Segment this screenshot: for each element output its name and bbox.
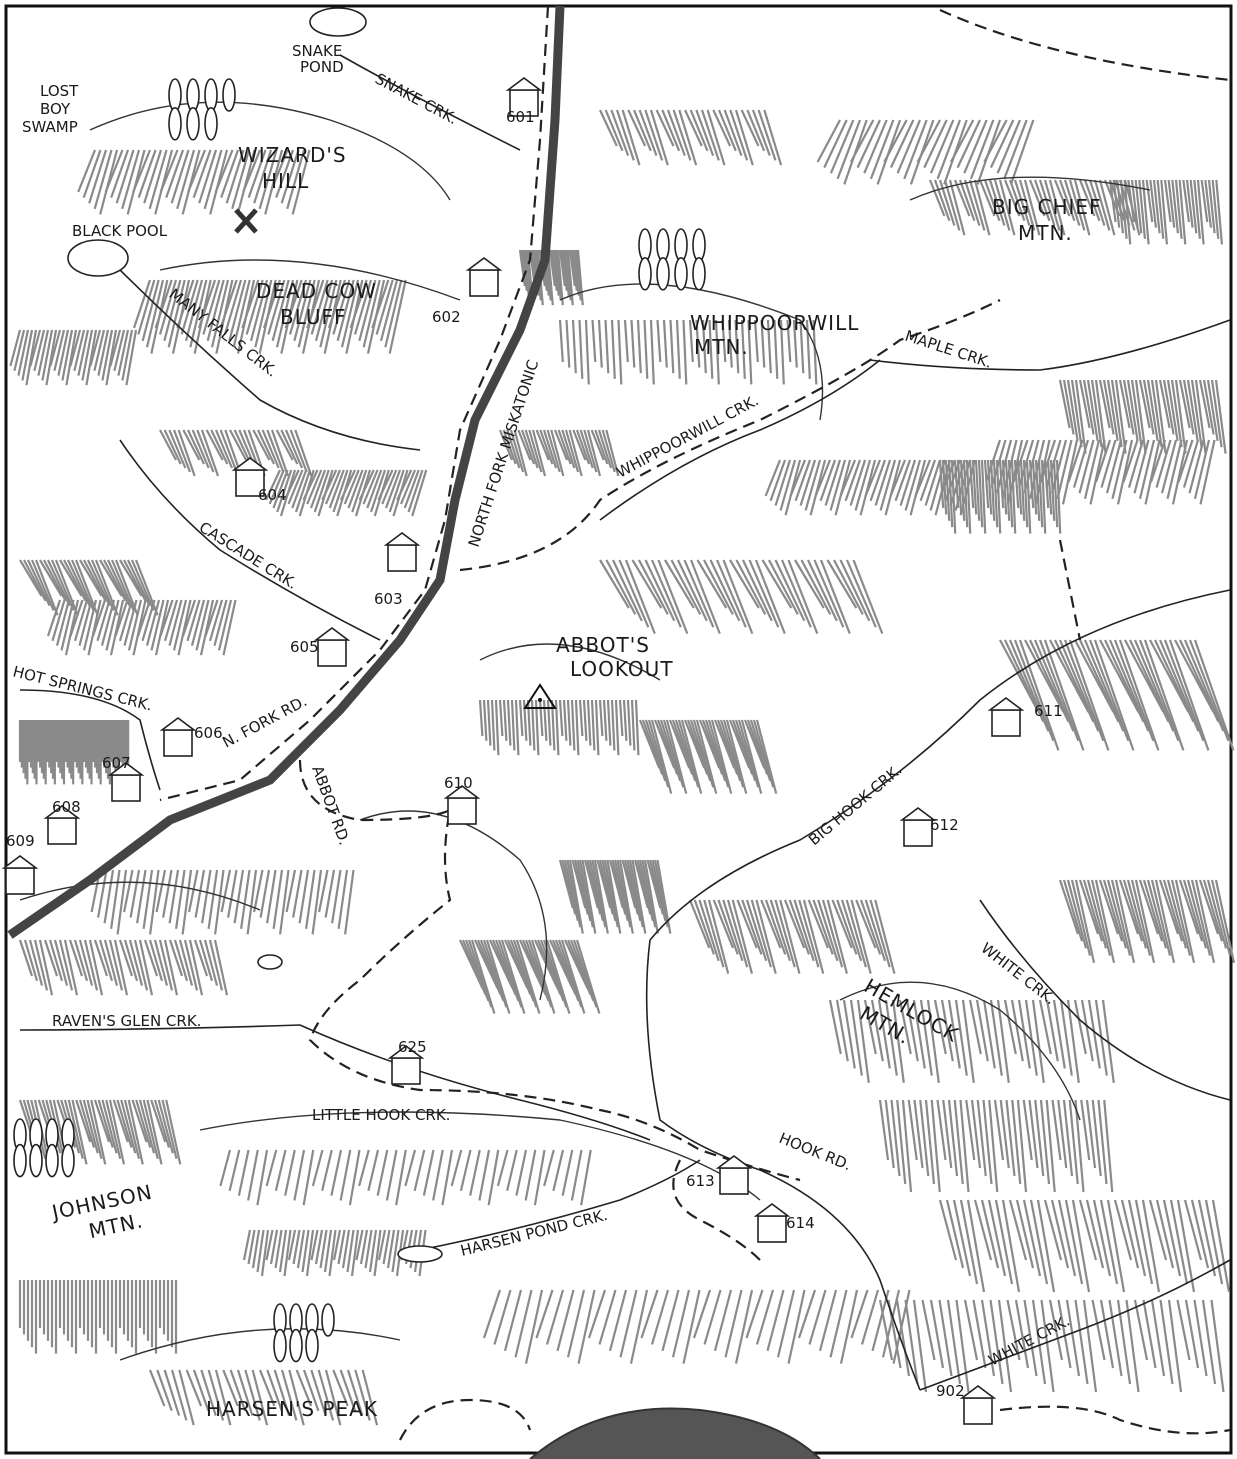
site-number: 602 <box>432 308 461 326</box>
site-number: 612 <box>930 816 959 834</box>
label-little-hook-crk: LITTLE HOOK CRK. <box>312 1106 450 1124</box>
site-number: 614 <box>786 1214 815 1232</box>
roof-icon <box>899 807 937 821</box>
lookout-point-icon <box>538 698 542 702</box>
building-icon <box>447 797 477 825</box>
roof-icon <box>313 627 351 641</box>
roof-icon <box>387 1045 425 1059</box>
tree-icon <box>61 1143 75 1178</box>
tree-icon <box>674 228 688 262</box>
tree-icon <box>638 256 652 291</box>
building-icon <box>47 817 77 845</box>
site-number: 610 <box>444 774 473 792</box>
building-icon <box>469 269 499 297</box>
site-number: 607 <box>102 754 131 772</box>
tree-icon <box>204 78 218 112</box>
building-icon <box>387 544 417 572</box>
roof-icon <box>1 855 39 869</box>
site-number: 611 <box>1034 702 1063 720</box>
tree-icon <box>168 107 182 141</box>
x-mark-icon <box>234 208 258 234</box>
site-number: 601 <box>506 108 535 126</box>
sites: 601 602 603 604 605 606 607 608 609 610 611 612 613 6… <box>1 77 1063 1425</box>
site-number: 606 <box>194 724 223 742</box>
building-icon <box>719 1167 749 1195</box>
building-icon <box>163 729 193 757</box>
site-number: 609 <box>6 832 35 850</box>
roof-icon <box>107 762 145 776</box>
lookout-triangle-icon <box>523 683 557 709</box>
ridge-lines <box>19 101 1151 1361</box>
site-number: 605 <box>290 638 319 656</box>
tree-icon <box>168 78 182 112</box>
tree-icon <box>692 228 706 262</box>
tree-icon <box>692 256 706 291</box>
roof-icon <box>959 1385 997 1399</box>
site-number: 902 <box>936 1382 965 1400</box>
tree-icon <box>273 1328 287 1363</box>
building-icon <box>235 469 265 497</box>
label-black-pool: BLACK POOL <box>72 222 168 240</box>
roof-icon <box>43 805 81 819</box>
roof-icon <box>987 697 1025 711</box>
roof-icon <box>383 532 421 546</box>
label-harsens-peak: HARSEN'S PEAK <box>206 1397 378 1421</box>
building-icon <box>391 1057 421 1085</box>
roof-icon <box>231 457 269 471</box>
building-icon <box>757 1215 787 1243</box>
tree-icon <box>321 1303 335 1337</box>
tree-icon <box>45 1143 59 1178</box>
roof-icon <box>753 1203 791 1217</box>
tree-icon <box>222 78 236 112</box>
lower-river <box>529 1407 821 1459</box>
site-number: 608 <box>52 798 81 816</box>
building-icon <box>903 819 933 847</box>
roof-icon <box>159 717 197 731</box>
tree-icon <box>674 256 688 291</box>
tree-icon <box>186 107 200 141</box>
building-icon <box>991 709 1021 737</box>
tree-icon <box>638 228 652 262</box>
tree-icon <box>289 1328 303 1363</box>
tree-icon <box>29 1143 43 1178</box>
tree-icon <box>204 107 218 141</box>
building-icon <box>963 1397 993 1425</box>
north-fork-river <box>7 5 565 939</box>
site-number: 603 <box>374 590 403 608</box>
tree-icon <box>656 256 670 291</box>
building-icon <box>317 639 347 667</box>
roof-icon <box>443 785 481 799</box>
tree-icon <box>656 228 670 262</box>
terrain-hatching <box>9 109 1236 1426</box>
tree-clusters <box>13 78 706 1363</box>
tree-icon <box>13 1143 27 1178</box>
site-number: 625 <box>398 1038 427 1056</box>
roads <box>159 5 1231 1441</box>
site-number: 604 <box>258 486 287 504</box>
building-icon <box>111 774 141 802</box>
tree-icon <box>186 78 200 112</box>
roof-icon <box>505 77 543 91</box>
site-number: 613 <box>686 1172 715 1190</box>
roof-icon <box>465 257 503 271</box>
water-bodies <box>67 7 443 1263</box>
tree-icon <box>305 1328 319 1363</box>
roof-icon <box>715 1155 753 1169</box>
building-icon <box>5 867 35 895</box>
label-ravens-glen-crk: RAVEN'S GLEN CRK. <box>52 1012 201 1030</box>
